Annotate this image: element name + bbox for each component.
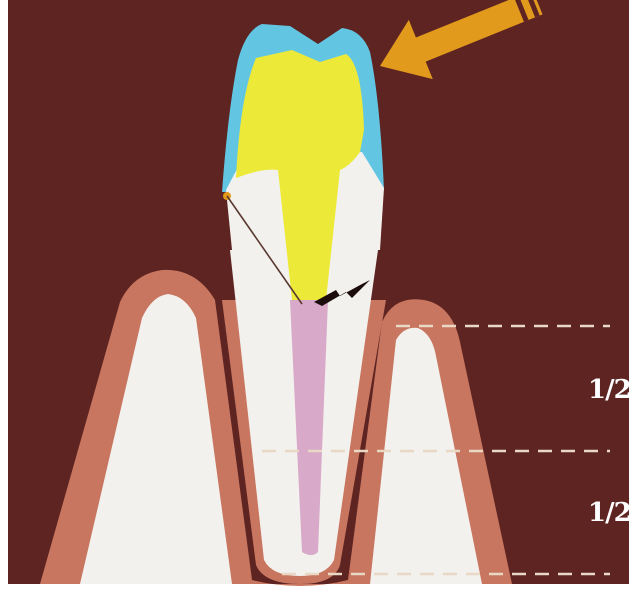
upper-ratio-label: 1/2 — [588, 375, 629, 405]
page-margin-left — [0, 0, 8, 594]
page-margin-bottom — [0, 584, 629, 594]
lower-ratio-label: 1/2 — [588, 498, 629, 528]
